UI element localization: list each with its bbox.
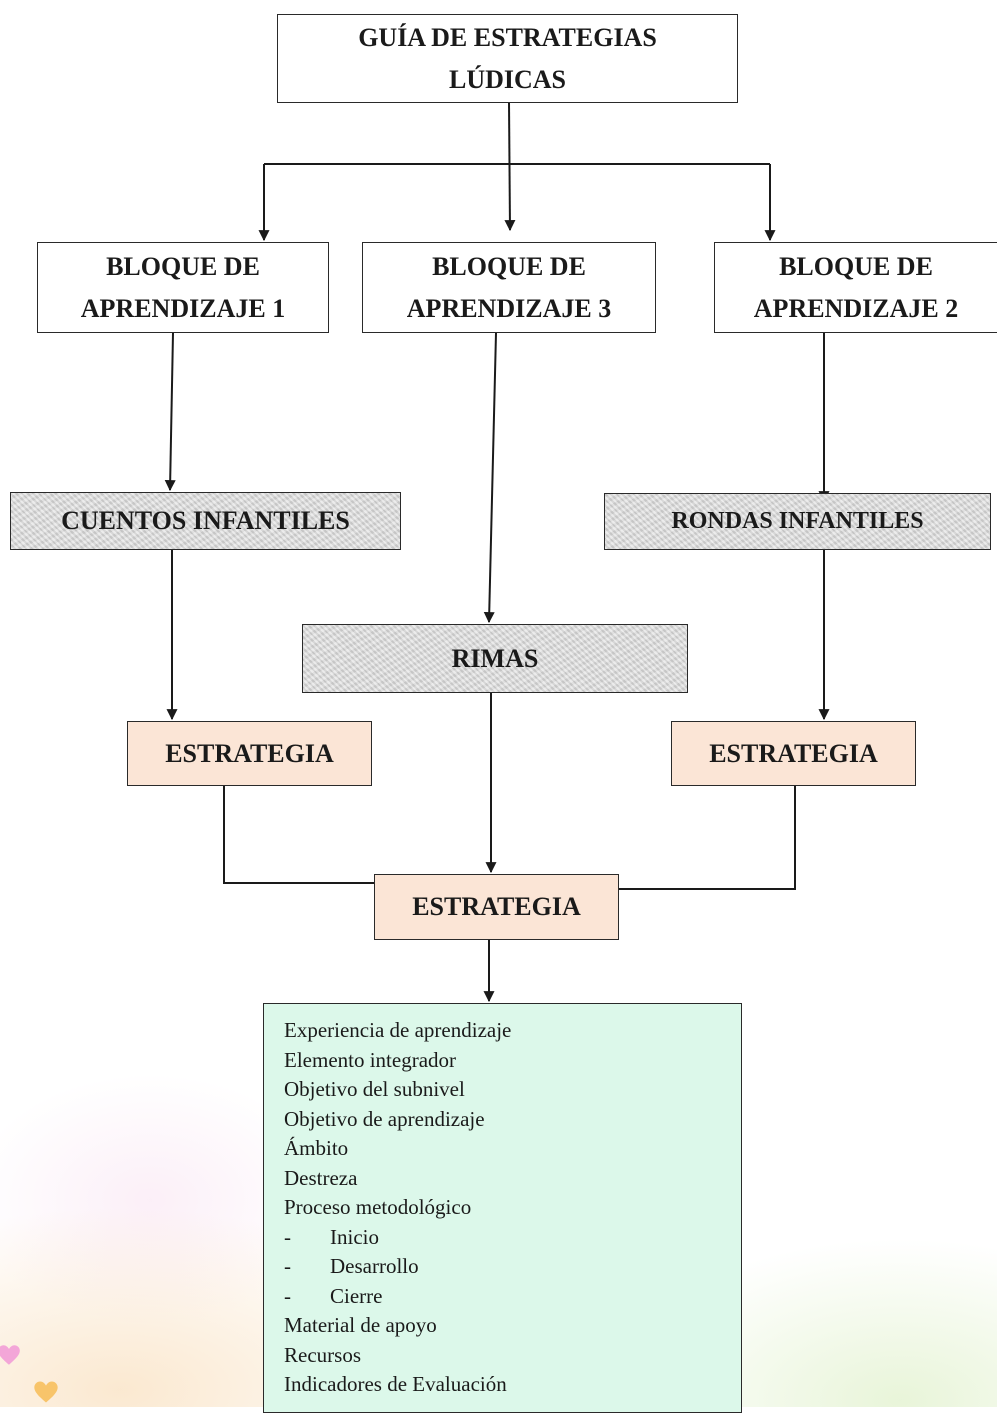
details-subitem: - Cierre (284, 1282, 511, 1312)
block-2-box: BLOQUE DE APRENDIZAJE 2 (714, 242, 997, 333)
strategy-left-box: ESTRATEGIA (127, 721, 372, 786)
details-subitem: - Inicio (284, 1223, 511, 1253)
topic-cuentos-box: CUENTOS INFANTILES (10, 492, 401, 550)
strategy-central-box: ESTRATEGIA (374, 874, 619, 940)
strategy-central-label: ESTRATEGIA (412, 892, 581, 921)
title-text: GUÍA DE ESTRATEGIAS LÚDICAS (358, 22, 657, 94)
block-2-label: BLOQUE DE APRENDIZAJE 2 (753, 251, 959, 323)
strategy-left-label: ESTRATEGIA (165, 738, 334, 768)
details-item: Recursos (284, 1341, 511, 1371)
details-item-text: Recursos (284, 1342, 361, 1367)
details-item-text: Objetivo del subnivel (284, 1077, 465, 1101)
details-item-text: Material de apoyo (284, 1313, 437, 1337)
details-item-text: Elemento integrador (284, 1047, 457, 1072)
block-1-label: BLOQUE DE APRENDIZAJE 1 (80, 251, 286, 323)
pink-heart-icon (0, 1345, 20, 1365)
details-subitem: - Desarrollo (284, 1252, 511, 1282)
details-item: Elemento integrador (284, 1046, 511, 1076)
details-item-text: Proceso metodológico (284, 1195, 472, 1219)
bullet-dash: - (284, 1254, 291, 1278)
topic-cuentos-label: CUENTOS INFANTILES (61, 506, 350, 535)
topic-rondas-box: RONDAS INFANTILES (604, 493, 991, 550)
connector-left-strategy-to-central (223, 786, 374, 884)
details-item-text: Cierre (330, 1283, 383, 1308)
details-item: Indicadores de Evaluación (284, 1370, 511, 1400)
connector-right-strategy-to-central (619, 786, 796, 890)
details-item-text: Destreza (284, 1165, 358, 1190)
details-item: Proceso metodológico (284, 1193, 511, 1223)
details-item: Material de apoyo (284, 1311, 511, 1341)
block-3-label: BLOQUE DE APRENDIZAJE 3 (406, 251, 612, 323)
details-item: Objetivo del subnivel (284, 1075, 511, 1105)
details-item: Objetivo de aprendizaje (284, 1105, 511, 1135)
title-box: GUÍA DE ESTRATEGIAS LÚDICAS (277, 14, 738, 103)
details-item-text: Desarrollo (330, 1254, 419, 1278)
details-item: Destreza (284, 1164, 511, 1194)
topic-rondas-label: RONDAS INFANTILES (671, 508, 924, 534)
details-item: Ámbito (284, 1134, 511, 1164)
details-item-text: Experiencia de aprendizaje (284, 1018, 512, 1042)
connector-block-1-to-cuentos (164, 332, 176, 492)
details-item: Experiencia de aprendizaje (284, 1016, 511, 1046)
strategy-right-box: ESTRATEGIA (671, 721, 916, 786)
topic-rimas-box: RIMAS (302, 624, 688, 693)
details-item-text: Ámbito (284, 1136, 349, 1160)
topic-rimas-label: RIMAS (451, 643, 539, 673)
bullet-dash: - (284, 1224, 291, 1249)
connector-block-3-to-rimas (483, 332, 497, 624)
connector-title-to-middle-block (504, 101, 516, 232)
details-item-text: Indicadores de Evaluación (284, 1372, 507, 1396)
details-item-text: Objetivo de aprendizaje (284, 1106, 485, 1131)
strategy-right-label: ESTRATEGIA (709, 738, 878, 768)
block-1-box: BLOQUE DE APRENDIZAJE 1 (37, 242, 329, 333)
yellow-heart-icon (34, 1381, 58, 1403)
block-3-box: BLOQUE DE APRENDIZAJE 3 (362, 242, 656, 333)
bullet-dash: - (284, 1283, 291, 1308)
details-item-text: Inicio (330, 1224, 379, 1249)
